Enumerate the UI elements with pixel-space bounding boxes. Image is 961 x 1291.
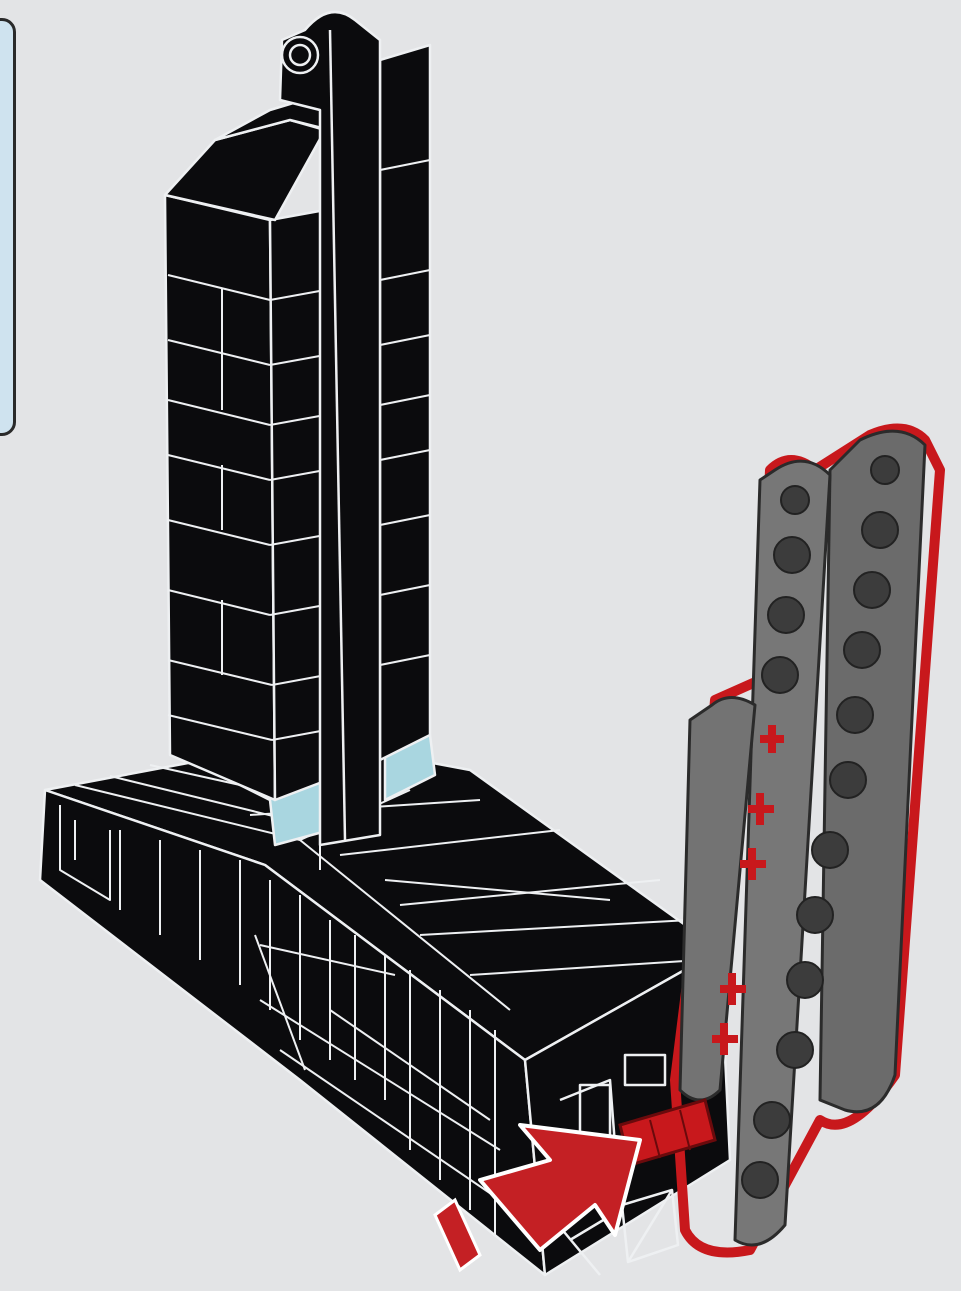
- tower-assembly: [165, 12, 435, 845]
